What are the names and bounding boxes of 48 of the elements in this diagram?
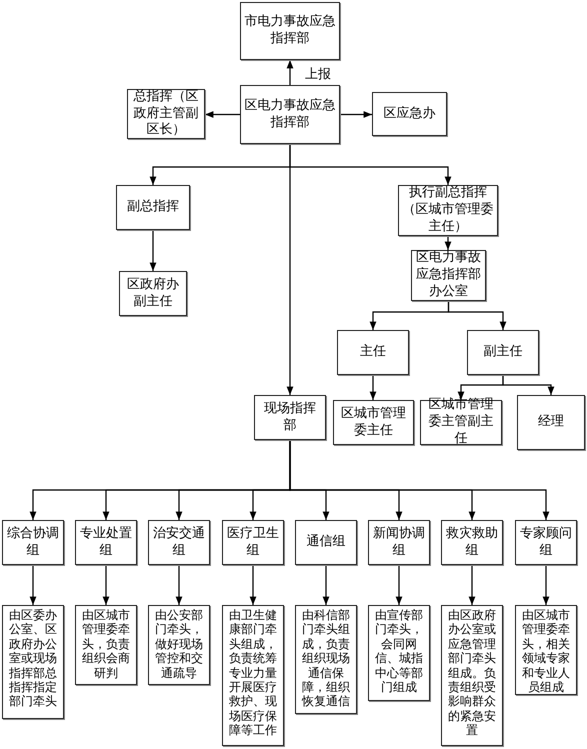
description-box: 由公安部门牵头，做好现场管控和交通疏导 <box>148 605 210 685</box>
arrow <box>468 565 476 605</box>
arrow <box>102 565 110 605</box>
arrow <box>396 565 402 605</box>
org-box: 总指挥（区政府主管副区长） <box>127 89 205 139</box>
group-box: 医疗卫生组 <box>222 520 284 565</box>
org-box: 区应急办 <box>372 92 447 136</box>
group-box: 专家顾问组 <box>515 520 577 565</box>
description-box: 由区委办公室、区政府办公室或现场指挥部总指挥指定部门牵头 <box>2 605 64 719</box>
arrow <box>30 565 36 605</box>
org-box: 副总指挥 <box>116 185 190 230</box>
arrow <box>250 565 256 605</box>
description-box: 由科信部门牵头组成，负责组织现场通信保障，组织恢复通信 <box>295 605 357 714</box>
edge-label: 上报 <box>304 64 332 82</box>
arrow <box>286 60 294 85</box>
arrow <box>322 565 330 605</box>
arrow <box>289 440 550 520</box>
group-box: 综合协调组 <box>2 520 64 565</box>
org-box: 副主任 <box>467 330 539 375</box>
arrow <box>340 111 372 118</box>
org-box: 主任 <box>337 330 409 375</box>
org-box: 现场指挥部 <box>254 395 326 440</box>
org-box: 经理 <box>517 395 585 450</box>
arrow <box>542 565 550 605</box>
arrow <box>444 236 452 250</box>
group-box: 专业处置组 <box>75 520 137 565</box>
org-box: 执行副总指挥（区城市管理委主任） <box>398 185 498 236</box>
arrow <box>502 375 554 395</box>
description-box: 由区政府办公室或应急管理部门牵头组成。负责组织受影响群众的紧急安置 <box>441 605 503 746</box>
org-box: 区政府办副主任 <box>119 271 187 316</box>
org-box: 区电力事故应急指挥部 <box>240 85 340 144</box>
description-box: 由区城市管理委牵头，相关领域专家和专业人员组成 <box>515 605 577 695</box>
description-box: 由宣传部门牵头，会同网信、城指中心等部门组成 <box>368 605 430 701</box>
arrow <box>150 230 156 271</box>
org-box: 区电力事故应急指挥部办公室 <box>411 250 486 301</box>
group-box: 救灾救助组 <box>441 520 503 565</box>
org-box: 区城市管理委主任 <box>333 400 414 445</box>
org-box: 市电力事故应急指挥部 <box>240 2 340 60</box>
arrow <box>205 111 240 118</box>
group-box: 新闻协调组 <box>368 520 430 565</box>
arrow <box>176 565 182 605</box>
description-box: 由卫生健康部门牵头组成，负责统筹专业力量开展医疗救护、现场医疗保障等工作 <box>222 605 284 746</box>
arrow <box>448 301 506 330</box>
description-box: 由区城市管理委牵头，负责组织会商研判 <box>75 605 137 685</box>
arrow <box>370 375 376 400</box>
group-box: 通信组 <box>295 520 357 565</box>
group-box: 治安交通组 <box>148 520 210 565</box>
arrow <box>286 144 294 395</box>
